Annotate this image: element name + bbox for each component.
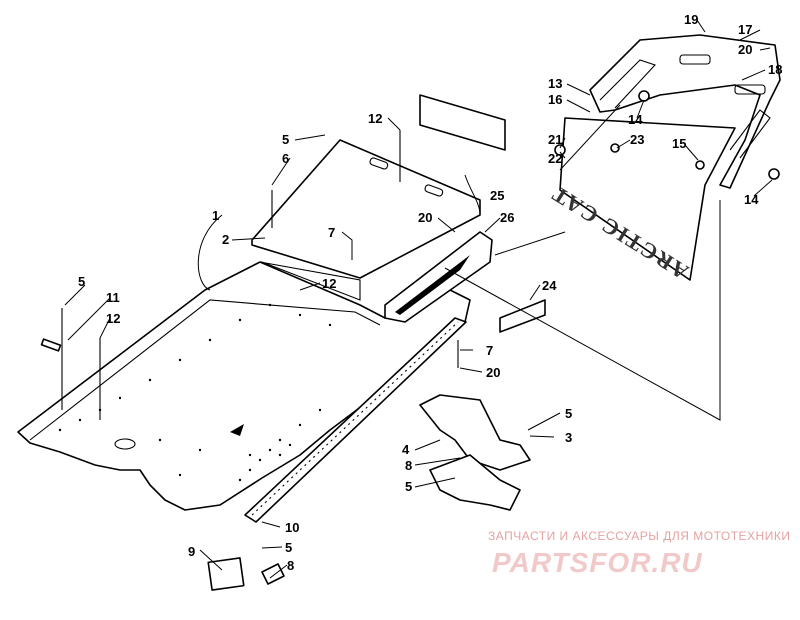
callout-label: 5 bbox=[565, 406, 572, 421]
callout-label: 5 bbox=[285, 540, 292, 555]
callout-label: 3 bbox=[565, 430, 572, 445]
tunnel-triangle-marker bbox=[230, 424, 244, 436]
callout-label: 12 bbox=[368, 111, 382, 126]
callout-label: 8 bbox=[287, 558, 294, 573]
watermark: ЗАПЧАСТИ И АКСЕССУАРЫ ДЛЯ МОТОТЕХНИКИ PA… bbox=[488, 529, 790, 578]
leader-lines bbox=[64, 19, 773, 579]
decal-strip bbox=[419, 94, 506, 151]
callout-label: 20 bbox=[738, 42, 752, 57]
flap-bracket bbox=[419, 394, 531, 471]
callout-label: 10 bbox=[285, 520, 299, 535]
callout-label: 13 bbox=[548, 76, 562, 91]
callout-label: 19 bbox=[684, 12, 698, 27]
rear-bumper bbox=[589, 34, 781, 189]
callout-label: 5 bbox=[78, 274, 85, 289]
callout-label: 20 bbox=[418, 210, 432, 225]
callout-label: 12 bbox=[106, 311, 120, 326]
rear-bumper-grip bbox=[599, 59, 771, 159]
callout-label: 4 bbox=[402, 442, 410, 457]
callout-label: 22 bbox=[548, 151, 562, 166]
callout-label: 21 bbox=[548, 132, 562, 147]
callout-label: 12 bbox=[322, 276, 336, 291]
license-plate bbox=[499, 299, 546, 333]
callout-label: 9 bbox=[188, 544, 195, 559]
callout-label: 14 bbox=[628, 112, 643, 127]
seat-base-plate bbox=[251, 139, 481, 279]
callout-label: 23 bbox=[630, 132, 644, 147]
seat-base-plate-edge bbox=[259, 261, 361, 301]
callout-label: 15 bbox=[672, 136, 686, 151]
seat-slot-rear bbox=[424, 184, 444, 197]
callout-label: 7 bbox=[328, 225, 335, 240]
callout-label: 25 bbox=[490, 188, 504, 203]
side-rail bbox=[244, 317, 467, 523]
callout-label: 7 bbox=[486, 343, 493, 358]
side-panel-graphic bbox=[395, 255, 470, 315]
side-rail-holes bbox=[251, 321, 459, 516]
callout-label: 5 bbox=[405, 479, 412, 494]
callout-label: 6 bbox=[282, 151, 289, 166]
callout-label: 17 bbox=[738, 22, 752, 37]
callout-label: 1 bbox=[212, 208, 219, 223]
callout-label: 24 bbox=[542, 278, 557, 293]
snow-flap bbox=[559, 117, 736, 281]
callout-label: 16 bbox=[548, 92, 562, 107]
rivet-piece bbox=[261, 563, 285, 585]
callout-label: 2 bbox=[222, 232, 229, 247]
callout-label: 14 bbox=[744, 192, 759, 207]
callout-labels: 1 2 3 4 5 5 5 5 5 6 7 7 8 8 9 10 11 12 1… bbox=[78, 12, 782, 573]
callout-label: 11 bbox=[106, 290, 120, 305]
watermark-logo: PARTSFOR.RU bbox=[492, 547, 703, 578]
tunnel-rivet-pattern bbox=[58, 303, 332, 482]
bumper-slot-right bbox=[734, 84, 766, 95]
tunnel-hole bbox=[114, 438, 136, 450]
callout-label: 8 bbox=[405, 458, 412, 473]
callout-label: 5 bbox=[282, 132, 289, 147]
bumper-slot-left bbox=[679, 54, 711, 65]
callout-label: 26 bbox=[500, 210, 514, 225]
fastener-group bbox=[40, 90, 780, 420]
watermark-subtitle: ЗАПЧАСТИ И АКСЕССУАРЫ ДЛЯ МОТОТЕХНИКИ bbox=[488, 529, 790, 543]
flap-bracket-lower bbox=[429, 454, 521, 511]
seat-slot-front bbox=[369, 157, 389, 170]
tunnel-inner-edge bbox=[29, 299, 381, 441]
callout-label: 18 bbox=[768, 62, 782, 77]
callout-label: 20 bbox=[486, 365, 500, 380]
